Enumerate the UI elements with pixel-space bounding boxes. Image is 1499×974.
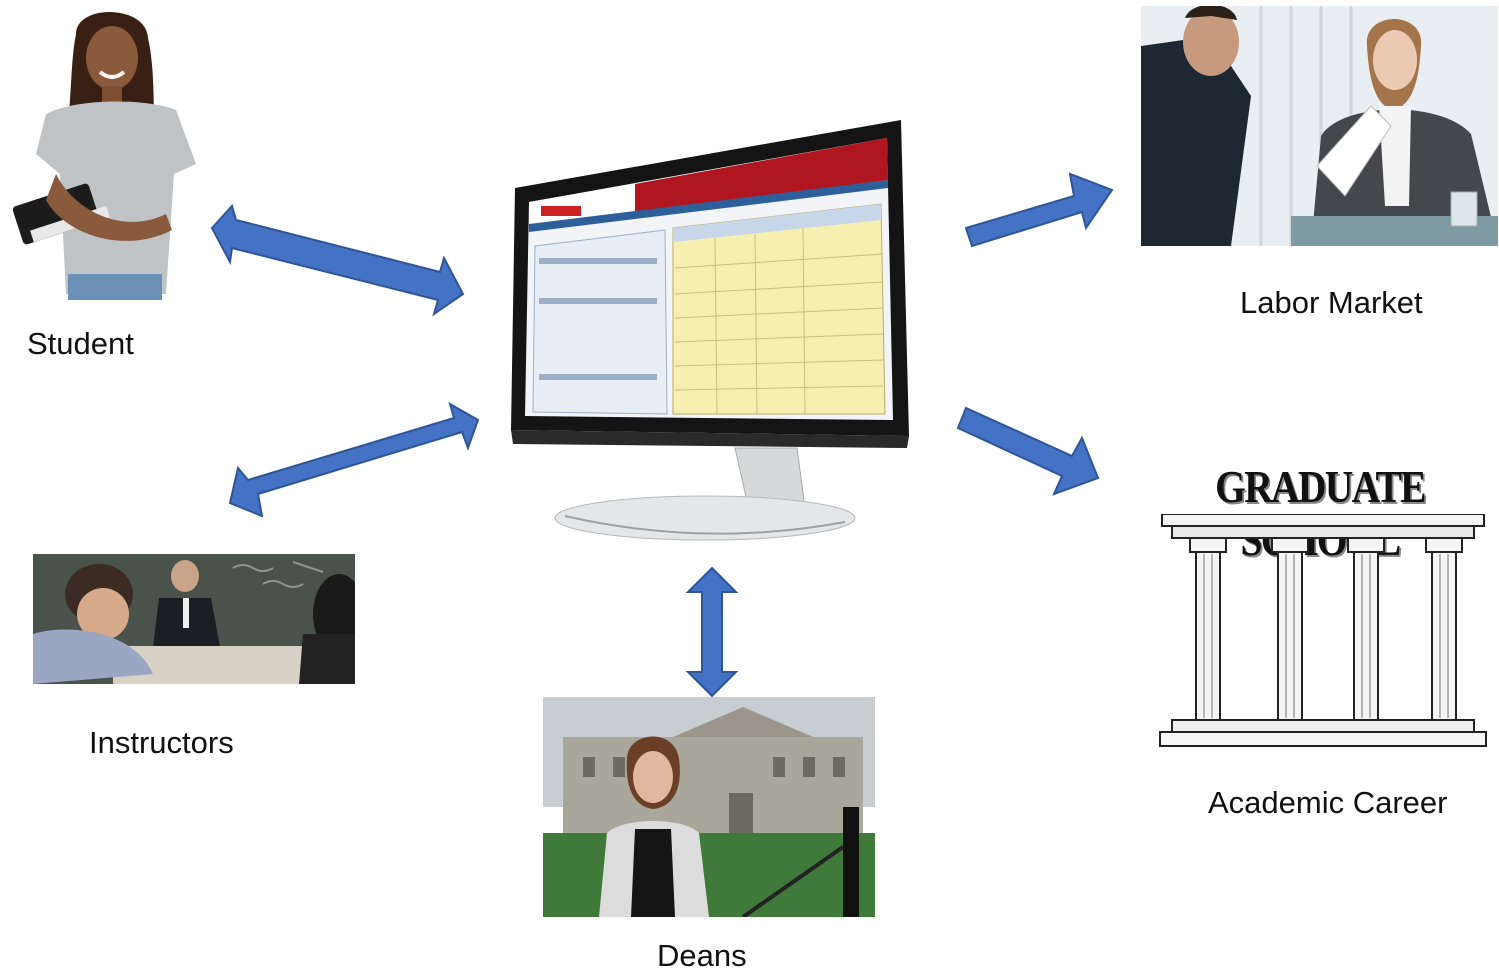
- classroom-photo-icon: [33, 554, 355, 684]
- labor-market-label: Labor Market: [1240, 285, 1423, 320]
- labor-market-node: [1141, 6, 1498, 246]
- computer-monitor-icon: [511, 120, 909, 541]
- arrow-instructors-system: [228, 401, 480, 518]
- academic-career-label: Academic Career: [1208, 785, 1448, 820]
- academic-career-node: GRADUATE SCHOOL: [1150, 456, 1490, 756]
- student-label: Student: [27, 326, 134, 361]
- graduate-school-columns-icon: [1159, 514, 1487, 747]
- job-interview-photo-icon: [1141, 6, 1498, 246]
- arrow-system-grad: [956, 406, 1100, 496]
- student-photo-icon: [12, 11, 196, 300]
- deans-label: Deans: [657, 938, 747, 973]
- instructors-label: Instructors: [89, 725, 234, 760]
- instructors-node: [33, 554, 355, 684]
- dean-photo-icon: [543, 697, 875, 917]
- student-node: [6, 4, 202, 300]
- arrow-student-system: [210, 203, 465, 317]
- deans-node: [543, 697, 875, 917]
- arrow-system-labor: [964, 172, 1114, 248]
- system-monitor: [505, 118, 915, 558]
- arrow-deans-system: [685, 566, 739, 698]
